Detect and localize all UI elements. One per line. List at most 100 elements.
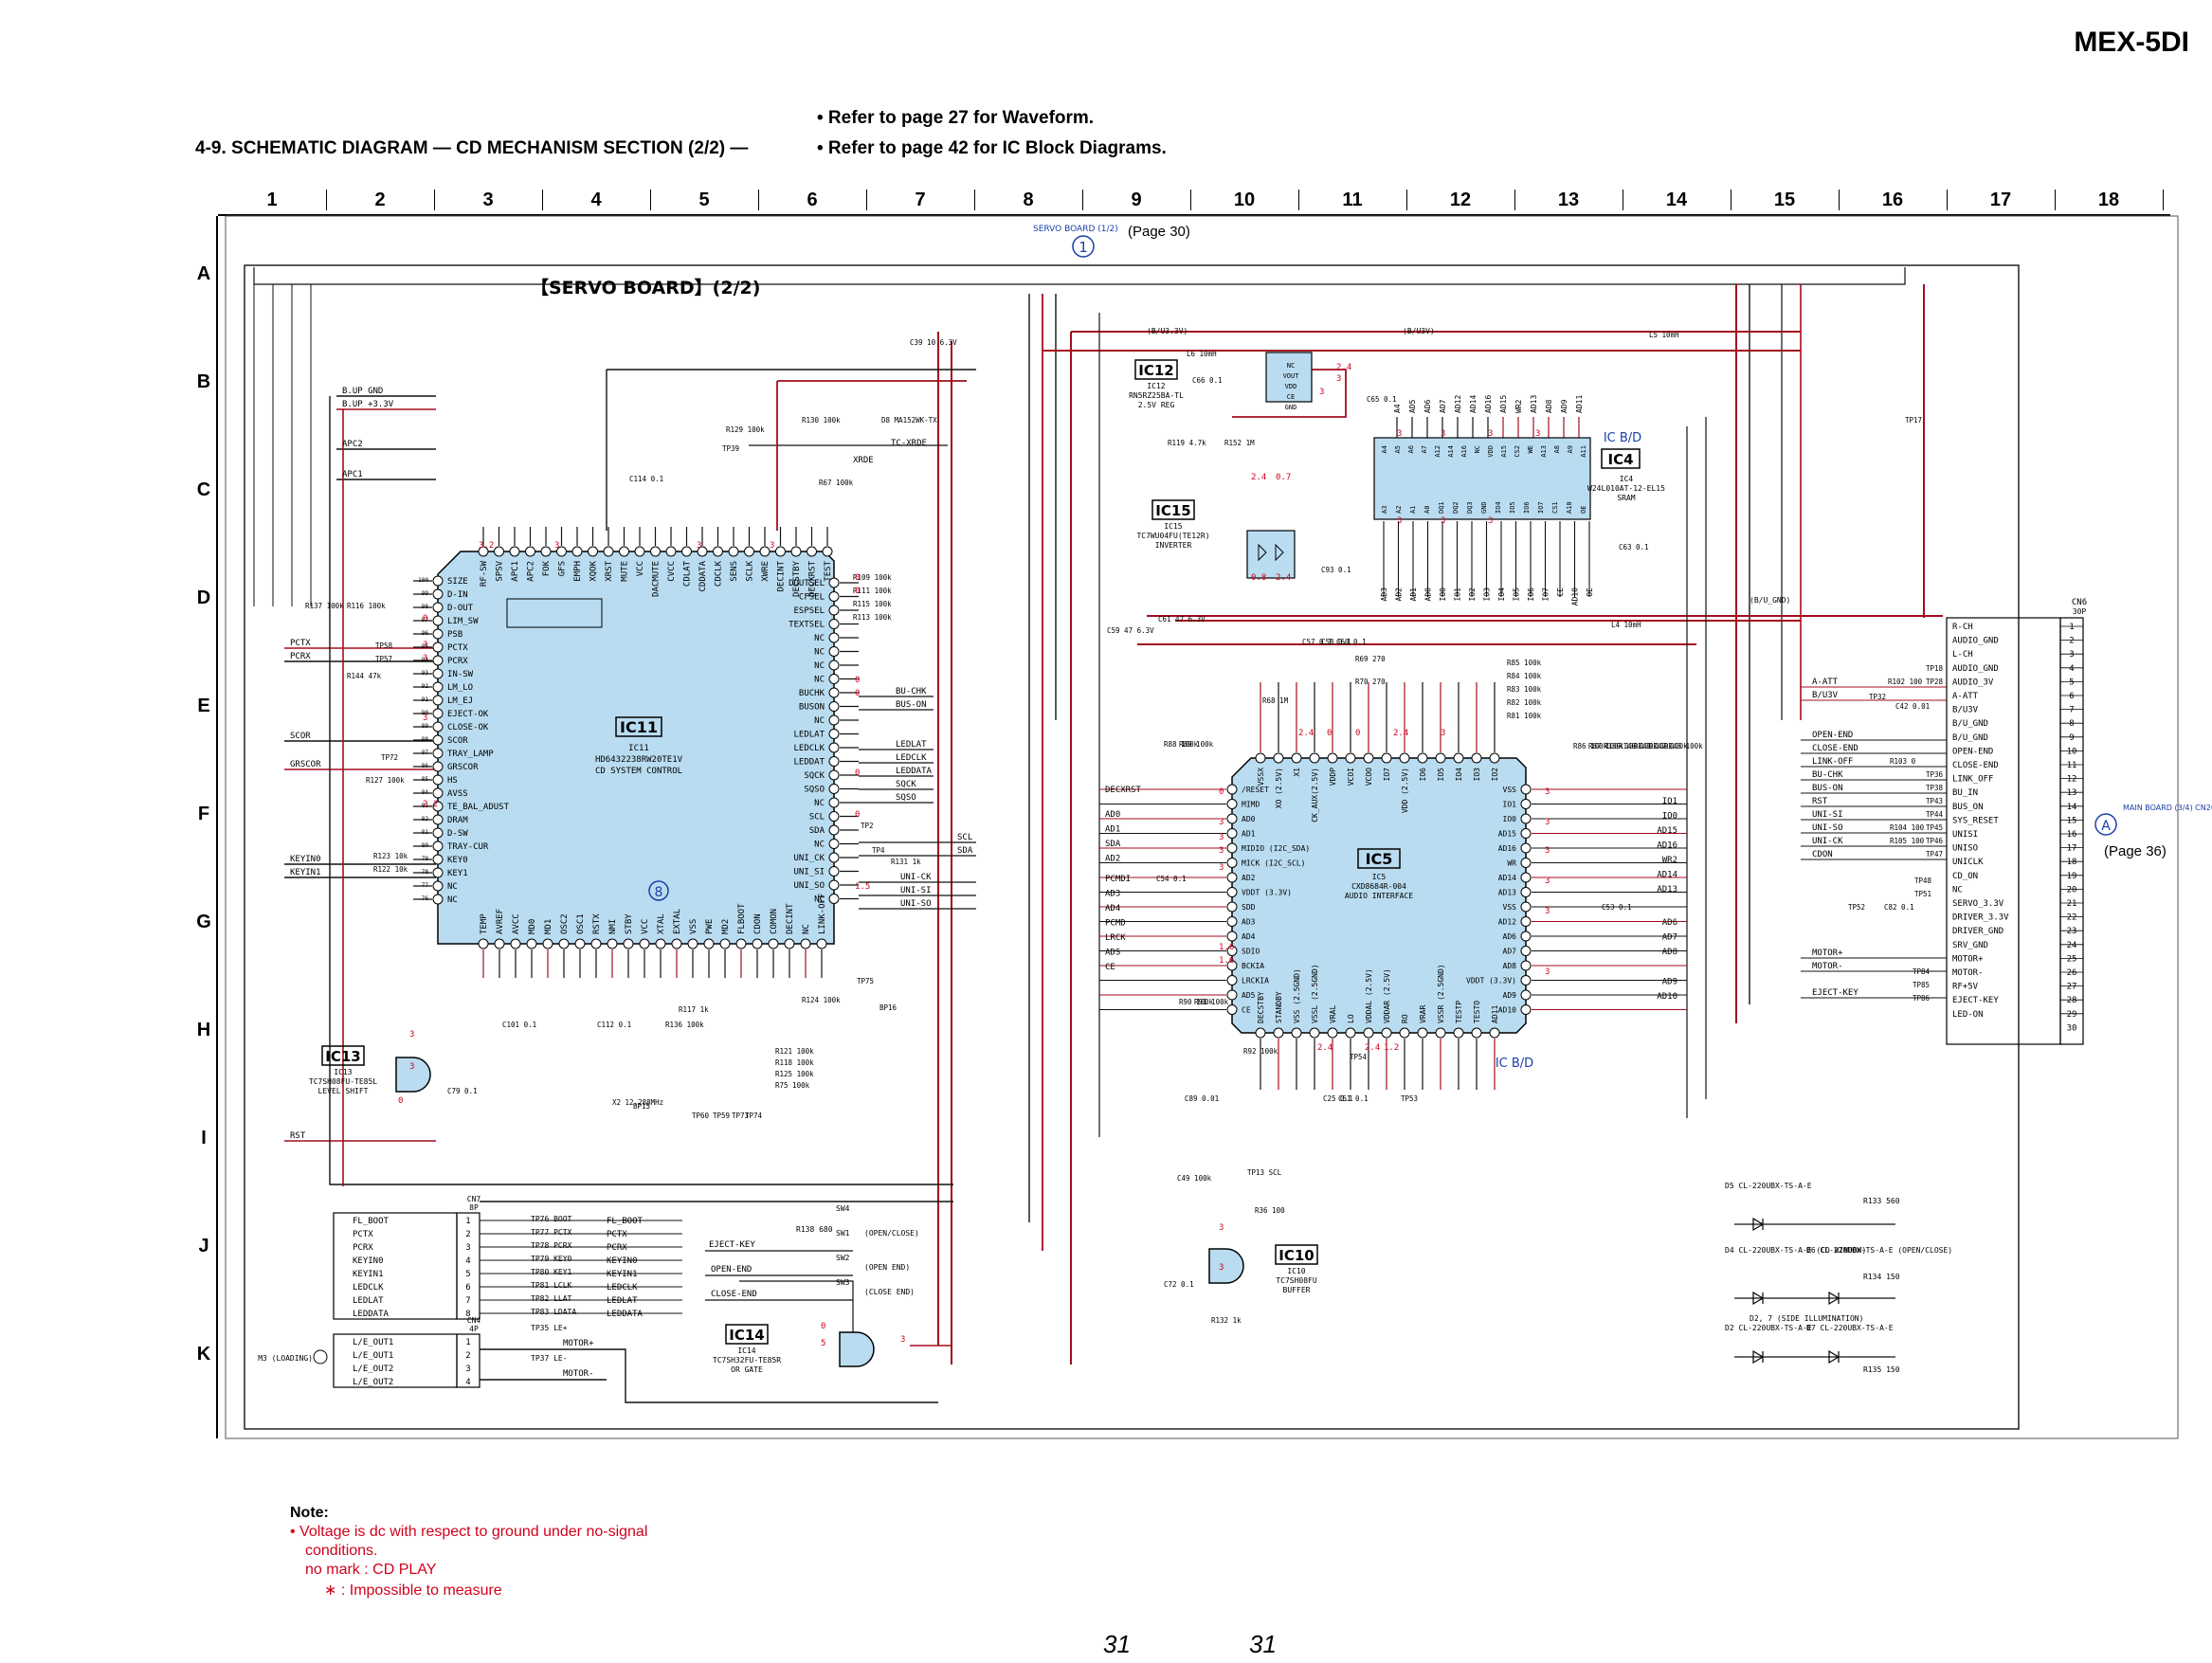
small-ic-function: OR GATE — [731, 1365, 763, 1374]
voltage-mark: 3 — [1397, 516, 1402, 526]
led-d7: D7 CL-220UBX-TS-A-E — [1806, 1324, 1894, 1332]
pin-marker — [1520, 931, 1532, 942]
ref-ic-block: • Refer to page 42 for IC Block Diagrams… — [817, 138, 1167, 158]
pin-marker — [607, 938, 618, 949]
ic11-left-pin: TRAY-CUR — [447, 842, 489, 852]
ic5-top-pin: VSSX — [1257, 768, 1265, 786]
ic4-pin: A6 — [1407, 445, 1415, 453]
ic5-top-pin: VDD (2.5V) — [1401, 768, 1409, 813]
rail-label: (B/U3.3V) — [1147, 327, 1188, 335]
pin-marker — [639, 938, 650, 949]
pin-marker — [687, 938, 698, 949]
ic5-top-pin: IO5 — [1437, 768, 1445, 782]
ic5-bottom-pin: VSSR (2.5GND) — [1437, 964, 1445, 1023]
component-label: C101 0.1 — [502, 1021, 536, 1029]
servo-board-ref: SERVO BOARD (1/2) — [1033, 225, 1118, 234]
connector-right-signal: KEYIN1 — [607, 1270, 638, 1279]
connector-right-signal: PCTX — [607, 1230, 627, 1239]
pin-marker — [634, 546, 645, 557]
small-ic-name: IC10 — [1287, 1267, 1305, 1275]
ic5-top-pin: IO3 — [1473, 768, 1481, 782]
connector-pin-number: 4 — [465, 1378, 470, 1387]
signal-label: B.UP +3.3V — [342, 400, 394, 409]
row-label: H — [196, 1020, 211, 1040]
ic5-bus-label: AD0 — [1105, 810, 1120, 820]
pin-marker — [828, 839, 840, 849]
pin-marker — [1489, 752, 1500, 764]
ic4-bottom-pin: DQ2 — [1452, 501, 1460, 514]
led-icon — [1828, 1349, 1840, 1365]
component-label: C39 10 6.3V — [910, 338, 957, 347]
component-label: R152 1M — [1224, 439, 1255, 447]
component-label: R91 100k — [1194, 998, 1229, 1006]
pin-marker — [665, 546, 677, 557]
voltage-mark: 3 — [1545, 818, 1550, 827]
ic11-pin-number: 93 — [422, 670, 429, 677]
pin-marker — [1226, 901, 1238, 913]
ic11-pin-number: 94 — [422, 657, 429, 663]
cn6-signal: SYS_RESET — [1952, 816, 1999, 825]
component-label: C65 0.1 — [1367, 395, 1397, 404]
ic5-bottom-pin: VSSL (2.5GND) — [1311, 964, 1319, 1023]
connector-8-icon — [648, 880, 669, 901]
ic11-bottom-pin: LINK-OFF — [818, 894, 827, 934]
ic11-right-pin: NC — [814, 799, 825, 808]
ic5-bus-label: AD4 — [1105, 904, 1120, 913]
board-title: 【SERVO BOARD】(2/2) — [531, 277, 760, 298]
ic11-pin-number: 83 — [422, 803, 429, 809]
voltage-mark: 2.4 — [1276, 573, 1291, 583]
ic11-pin-number: 100 — [418, 577, 428, 584]
connector-pin-number: 3 — [465, 1243, 470, 1253]
voltage-mark: 0 — [423, 614, 427, 624]
sw2-desc: (OPEN END) — [864, 1263, 910, 1272]
cn6-pin-number: 22 — [2067, 913, 2077, 923]
pin-marker — [1520, 989, 1532, 1001]
voltage-mark: 3 — [554, 541, 559, 551]
component-label: R136 100k — [665, 1021, 704, 1029]
ic11-left-pin: DRAM — [447, 816, 468, 825]
ic5-top-pin: VCOO — [1365, 768, 1373, 786]
connector-tp: TP78 PCRX — [531, 1241, 572, 1250]
pin-marker — [1399, 1027, 1410, 1039]
voltage-mark: 3.2 — [479, 541, 494, 551]
ic5-right-pin: AD8 — [1503, 962, 1517, 970]
pin-marker — [432, 867, 444, 878]
ic4-pin: NC — [1474, 445, 1481, 453]
ic11-right-pin: CFSEL — [799, 593, 825, 603]
component-label: TP45 — [1926, 823, 1943, 832]
ic5-bus-label: AD13 — [1657, 885, 1677, 895]
pin-marker — [1435, 752, 1446, 764]
pin-marker — [790, 546, 802, 557]
cn6-pin-number: 11 — [2067, 761, 2077, 770]
component-label: R103 0 — [1890, 757, 1916, 766]
pin-marker — [478, 938, 489, 949]
ic11-right-pin: TEXTSEL — [789, 621, 825, 630]
voltage-mark: 2.4 — [1251, 473, 1266, 482]
pin-marker — [1345, 1027, 1356, 1039]
pin-marker — [1309, 752, 1320, 764]
ic5-bus-label: PCMDI — [1105, 875, 1131, 884]
ic11-pin-number: 98 — [422, 604, 429, 610]
pin-marker — [571, 546, 583, 557]
ic11-top-pin: CDDATA — [698, 560, 708, 591]
ic4-tag: IC4 — [1607, 451, 1633, 468]
connector-name: CN7 — [467, 1195, 481, 1203]
component-label: C112 0.1 — [597, 1021, 631, 1029]
connector-numbers — [456, 1333, 480, 1388]
pin-marker — [432, 894, 444, 905]
connector-right-signal: FL_BOOT — [607, 1217, 644, 1226]
pin-marker — [822, 546, 833, 557]
cn6-signal: UNISO — [1952, 844, 1978, 854]
connector-pin-number: 4 — [465, 1256, 470, 1266]
cn6-pin-number: 21 — [2067, 899, 2077, 909]
cn6-signal: AUDIO_GND — [1952, 664, 1999, 674]
voltage-mark: 3 — [1545, 907, 1550, 916]
ic5-right-pin: AD10 — [1498, 1006, 1516, 1015]
ic12-pin: CE — [1287, 393, 1295, 401]
ic12-part: RN5RZ25BA-TL — [1129, 391, 1184, 400]
cn6-name: CN6 — [2072, 598, 2087, 607]
voltage-mark: 2.4 — [1365, 1043, 1380, 1053]
pin-marker — [1226, 916, 1238, 927]
ic4-pin: CS2 — [1514, 445, 1521, 458]
